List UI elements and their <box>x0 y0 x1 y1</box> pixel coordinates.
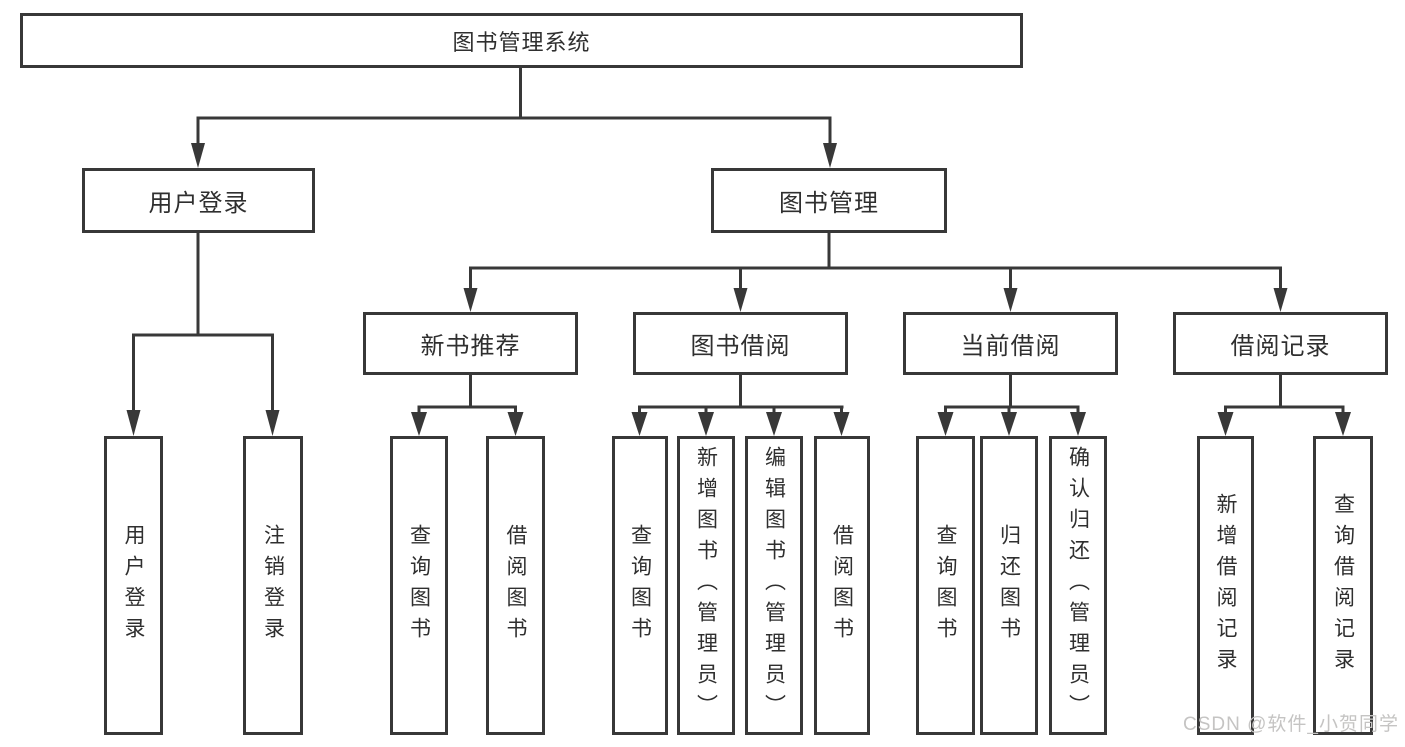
leaf-borrow-books-1: 借阅图书 <box>486 436 545 735</box>
node-label: 注销登录 <box>261 523 285 648</box>
node-system-root: 图书管理系统 <box>20 13 1023 68</box>
leaf-add-borrow-record: 新增借阅记录 <box>1197 436 1254 735</box>
node-label: 新增图书（管理员） <box>694 446 718 725</box>
node-label: 借阅记录 <box>1230 333 1331 360</box>
leaf-add-book-admin: 新增图书（管理员） <box>677 436 735 735</box>
node-label: 新增借阅记录 <box>1214 492 1237 679</box>
node-label: 归还图书 <box>997 523 1021 648</box>
node-book-management-branch: 图书管理 <box>711 168 947 233</box>
node-label: 编辑图书（管理员） <box>762 446 786 725</box>
node-borrow-records: 借阅记录 <box>1173 312 1388 375</box>
leaf-user-login: 用户登录 <box>104 436 163 735</box>
node-label: 新书推荐 <box>420 333 521 360</box>
leaf-logout: 注销登录 <box>243 436 303 735</box>
node-current-borrow: 当前借阅 <box>903 312 1118 375</box>
leaf-query-borrow-record: 查询借阅记录 <box>1313 436 1373 735</box>
leaf-confirm-return-admin: 确认归还（管理员） <box>1049 436 1107 735</box>
node-label: 查询图书 <box>407 523 431 648</box>
node-label: 用户登录 <box>122 523 145 648</box>
leaf-borrow-books-2: 借阅图书 <box>814 436 870 735</box>
node-label: 确认归还（管理员） <box>1066 446 1090 725</box>
node-book-borrow: 图书借阅 <box>633 312 848 375</box>
node-label: 查询借阅记录 <box>1331 492 1355 679</box>
leaf-edit-book-admin: 编辑图书（管理员） <box>745 436 803 735</box>
csdn-watermark: CSDN @软件_小贺同学 <box>1183 714 1399 735</box>
node-user-login-branch: 用户登录 <box>82 168 315 233</box>
node-label: 图书管理系统 <box>452 29 591 55</box>
leaf-query-books-1: 查询图书 <box>390 436 448 735</box>
node-label: 查询图书 <box>934 523 957 648</box>
node-label: 借阅图书 <box>504 523 527 648</box>
leaf-query-books-2: 查询图书 <box>612 436 668 735</box>
leaf-return-book: 归还图书 <box>980 436 1038 735</box>
node-label: 借阅图书 <box>830 523 854 648</box>
node-label: 查询图书 <box>628 523 652 648</box>
node-label: 当前借阅 <box>960 333 1061 360</box>
node-label: 用户登录 <box>148 190 249 217</box>
leaf-query-books-3: 查询图书 <box>916 436 975 735</box>
node-label: 图书借阅 <box>690 333 791 360</box>
node-new-book-recommend: 新书推荐 <box>363 312 578 375</box>
node-label: 图书管理 <box>779 190 879 217</box>
